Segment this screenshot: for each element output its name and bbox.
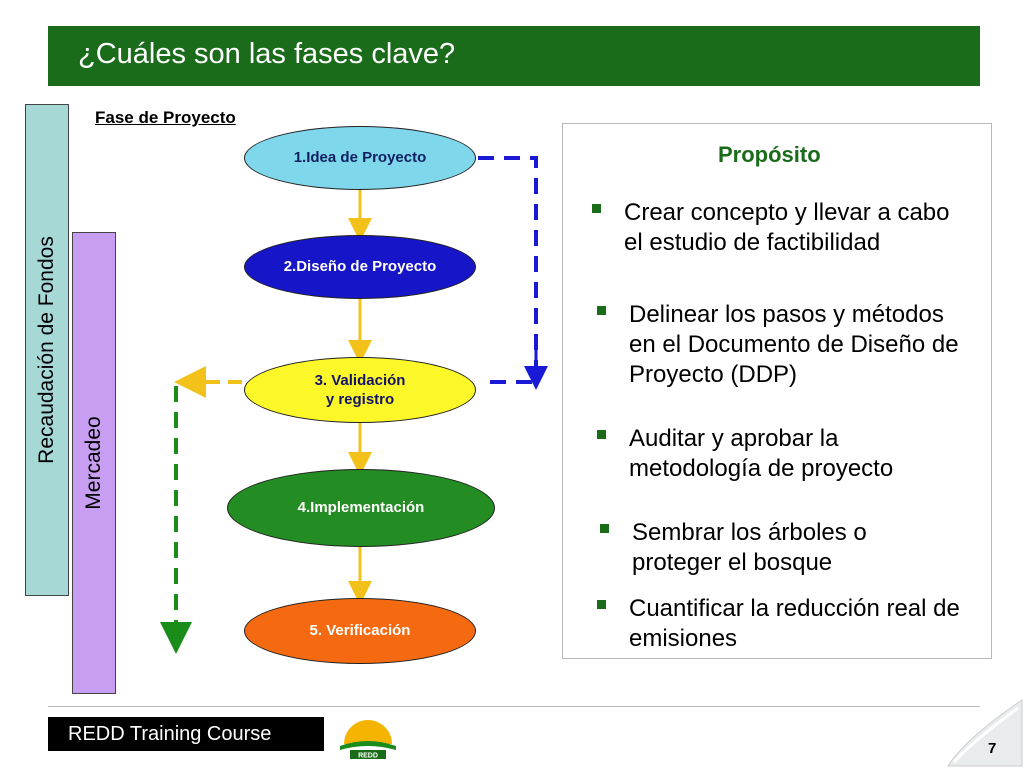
bullet-square-icon xyxy=(597,306,606,315)
purpose-bullet-2: Delinear los pasos y métodos en el Docum… xyxy=(597,300,977,390)
purpose-bullet-5-text: Cuantificar la reducción real de emision… xyxy=(629,595,960,652)
purpose-bullet-2-text: Delinear los pasos y métodos en el Docum… xyxy=(629,301,959,388)
purpose-bullet-1: Crear concepto y llevar a cabo el estudi… xyxy=(592,198,972,258)
marketing-bar: Mercadeo xyxy=(72,232,116,694)
logo-text: REDD xyxy=(358,753,378,760)
bullet-square-icon xyxy=(592,204,601,213)
purpose-bullet-5: Cuantificar la reducción real de emision… xyxy=(597,594,967,654)
phase-5-oval: 5. Verificación xyxy=(244,598,476,664)
footer-divider xyxy=(48,706,980,707)
title-bar: ¿Cuáles son las fases clave? xyxy=(48,26,980,86)
phase-5-label: 5. Verificación xyxy=(309,622,411,640)
fundraising-bar: Recaudación de Fondos xyxy=(25,104,69,596)
page-number: 7 xyxy=(988,740,997,757)
phase-4-label: 4.Implementación xyxy=(297,499,425,517)
page-curl-icon xyxy=(947,699,1023,767)
phase-1-label: 1.Idea de Proyecto xyxy=(293,149,427,167)
phase-2-oval: 2.Diseño de Proyecto xyxy=(244,235,476,299)
blue-dashed-loop xyxy=(478,156,538,384)
phase-4-oval: 4.Implementación xyxy=(227,469,495,547)
phase-3-oval: 3. Validación y registro xyxy=(244,357,476,423)
phase-header: Fase de Proyecto xyxy=(95,108,236,127)
purpose-bullet-3: Auditar y aprobar la metodología de proy… xyxy=(597,424,967,484)
purpose-bullet-3-text: Auditar y aprobar la metodología de proy… xyxy=(629,425,894,482)
purpose-bullet-1-text: Crear concepto y llevar a cabo el estudi… xyxy=(624,199,950,256)
phase-1-oval: 1.Idea de Proyecto xyxy=(244,126,476,190)
bullet-square-icon xyxy=(600,524,609,533)
purpose-panel xyxy=(562,123,992,659)
bullet-square-icon xyxy=(597,430,606,439)
course-footer: REDD Training Course xyxy=(48,717,324,751)
purpose-bullet-4-text: Sembrar los árboles o proteger el bosque xyxy=(632,519,867,576)
bullet-square-icon xyxy=(597,600,606,609)
redd-logo-icon: REDD xyxy=(340,720,396,760)
phase-2-label: 2.Diseño de Proyecto xyxy=(283,258,437,276)
page-title: ¿Cuáles son las fases clave? xyxy=(78,38,456,70)
phase-3-label: 3. Validación y registro xyxy=(314,371,406,409)
purpose-bullet-4: Sembrar los árboles o proteger el bosque xyxy=(600,518,950,578)
purpose-title: Propósito xyxy=(718,142,821,167)
